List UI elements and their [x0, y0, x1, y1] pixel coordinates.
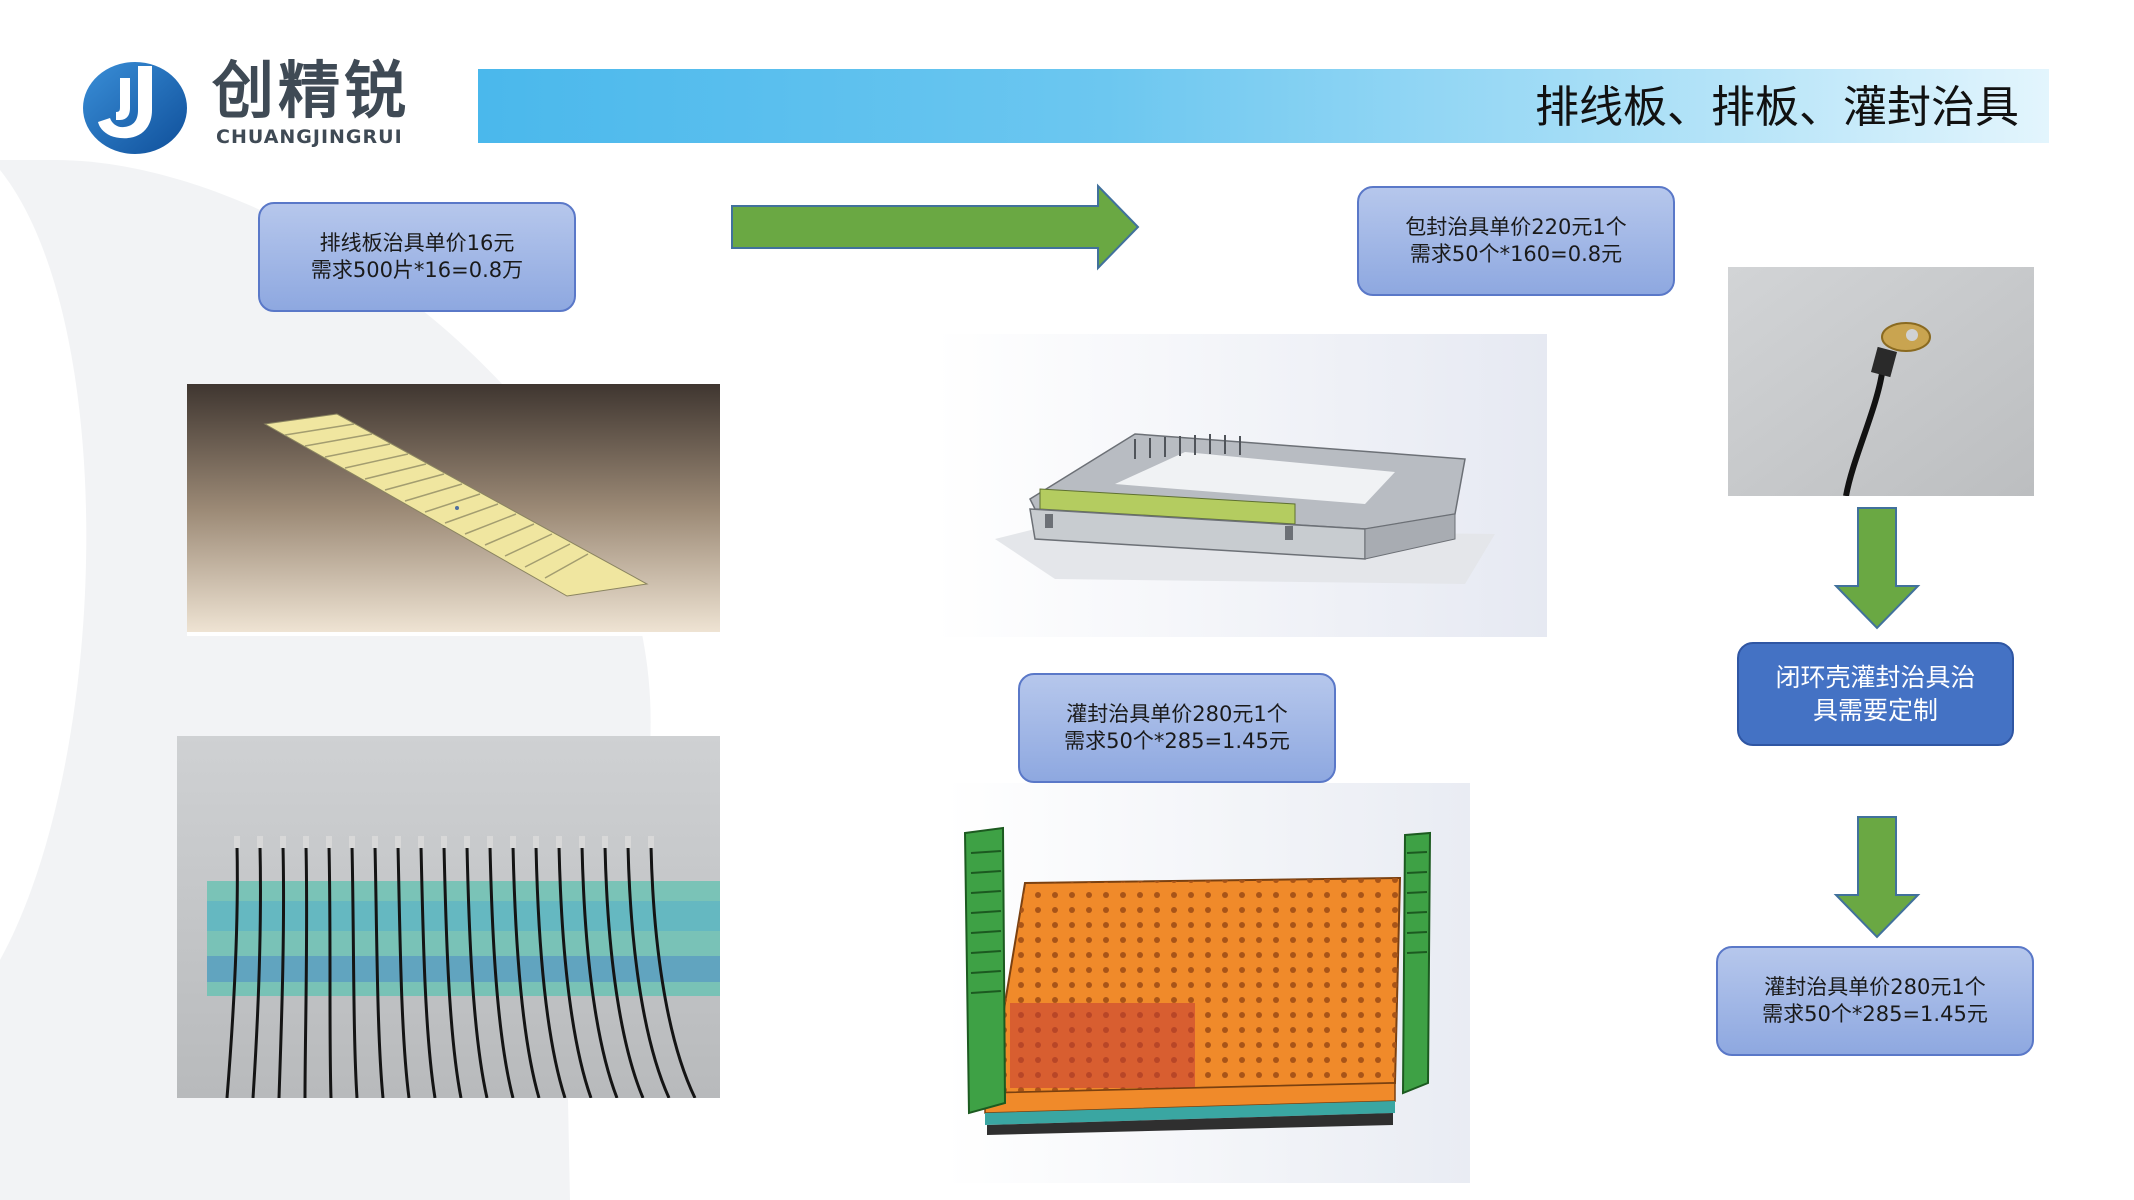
- flat-cable-price-line1: 排线板治具单价16元: [319, 231, 515, 255]
- title-banner: 排线板、排板、灌封治具: [478, 69, 2049, 143]
- cable-assembly-photo: [177, 736, 720, 1098]
- j-swoosh-logo-icon: [83, 62, 187, 154]
- flat-cable-price-line2: 需求500片*16=0.8万: [310, 258, 524, 282]
- custom-fixture-line2: 具需要定制: [1812, 696, 1938, 725]
- down-arrow-icon: [1833, 507, 1921, 630]
- encapsulation-price-box: 包封治具单价220元1个 需求50个*160=0.8元: [1357, 186, 1675, 296]
- potting-price-line1: 灌封治具单价280元1个: [1066, 702, 1288, 726]
- potting-price-box: 灌封治具单价280元1个 需求50个*285=1.45元: [1018, 673, 1336, 783]
- brand-name-cn: 创精锐: [212, 54, 411, 127]
- right-arrow-icon: [731, 183, 1140, 271]
- down-arrow-icon: [1833, 816, 1921, 939]
- custom-fixture-line1: 闭环壳灌封治具治: [1775, 663, 1976, 692]
- potting-price-line2: 需求50个*285=1.45元: [1064, 729, 1290, 753]
- encapsulation-price-line1: 包封治具单价220元1个: [1405, 215, 1627, 239]
- potting-price-right-line2: 需求50个*285=1.45元: [1762, 1002, 1988, 1026]
- encapsulation-price-line2: 需求50个*160=0.8元: [1409, 242, 1623, 266]
- encapsulation-fixture-render: [935, 334, 1547, 637]
- page-title: 排线板、排板、灌封治具: [1535, 82, 2019, 133]
- potting-price-right-line1: 灌封治具单价280元1个: [1764, 975, 1986, 999]
- flat-cable-board-render: [187, 384, 720, 636]
- potting-fixture-render: [945, 783, 1470, 1183]
- ring-terminal-sensor-photo: [1728, 267, 2034, 496]
- potting-price-box-right: 灌封治具单价280元1个 需求50个*285=1.45元: [1716, 946, 2034, 1056]
- flat-cable-price-box: 排线板治具单价16元 需求500片*16=0.8万: [258, 202, 576, 312]
- custom-fixture-box: 闭环壳灌封治具治 具需要定制: [1737, 642, 2014, 746]
- brand-name-en: CHUANGJINGRUI: [216, 126, 403, 148]
